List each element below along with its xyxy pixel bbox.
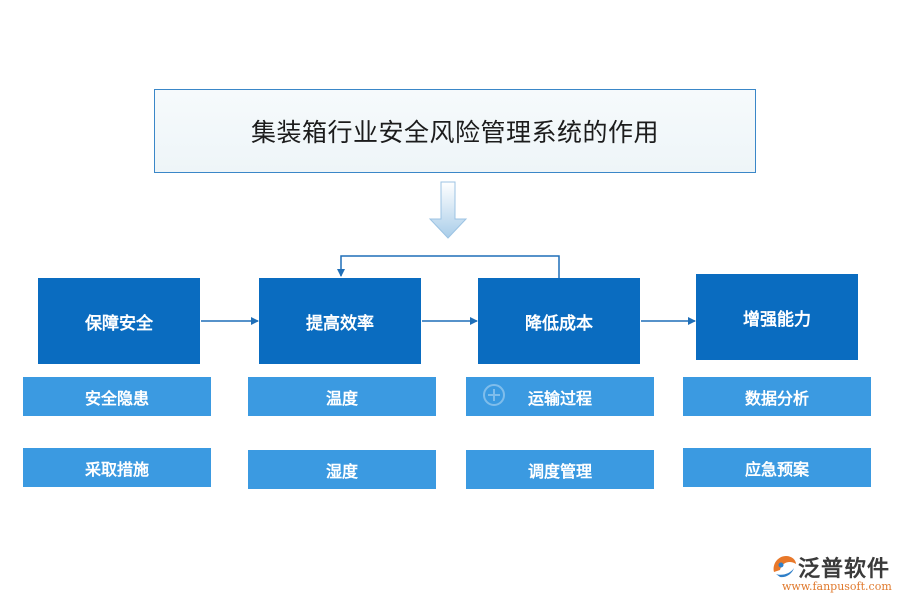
brand-logo: 泛普软件 www.fanpusoft.com xyxy=(770,548,894,596)
sub-box-transport: 运输过程 xyxy=(466,377,654,416)
sub-box-data-analysis: 数据分析 xyxy=(683,377,871,416)
brand-name: 泛普软件 xyxy=(798,557,891,582)
sub-box-label: 安全隐患 xyxy=(84,388,149,408)
diagram-title: 集装箱行业安全风险管理系统的作用 xyxy=(154,89,756,173)
diagram-title-text: 集装箱行业安全风险管理系统的作用 xyxy=(250,118,659,147)
sub-box-label: 应急预案 xyxy=(744,459,809,479)
sub-box-label: 数据分析 xyxy=(744,388,809,408)
fanpu-logo-icon xyxy=(773,556,796,578)
main-box-label: 增强能力 xyxy=(743,309,811,330)
main-box-cost: 降低成本 xyxy=(478,278,640,364)
sub-box-scheduling: 调度管理 xyxy=(466,450,654,489)
sub-box-label: 温度 xyxy=(325,388,358,408)
down-arrow-icon xyxy=(428,181,468,239)
brand-url: www.fanpusoft.com xyxy=(782,580,892,593)
sub-box-safety-hazards: 安全隐患 xyxy=(23,377,211,416)
main-box-label: 保障安全 xyxy=(85,313,153,334)
watermark-logo-icon xyxy=(483,384,505,406)
main-box-label: 降低成本 xyxy=(525,313,593,334)
sub-box-measures: 采取措施 xyxy=(23,448,211,487)
sub-box-label: 采取措施 xyxy=(84,459,149,479)
sub-box-label: 湿度 xyxy=(325,461,358,481)
sub-box-temperature: 温度 xyxy=(248,377,436,416)
sub-box-emergency-plan: 应急预案 xyxy=(683,448,871,487)
sub-box-humidity: 湿度 xyxy=(248,450,436,489)
sub-box-label: 运输过程 xyxy=(527,388,592,408)
main-box-capability: 增强能力 xyxy=(696,274,858,360)
main-box-safety: 保障安全 xyxy=(38,278,200,364)
main-box-efficiency: 提高效率 xyxy=(259,278,421,364)
main-box-label: 提高效率 xyxy=(306,313,374,334)
feedback-arrow xyxy=(337,255,560,278)
sub-box-label: 调度管理 xyxy=(527,461,592,481)
